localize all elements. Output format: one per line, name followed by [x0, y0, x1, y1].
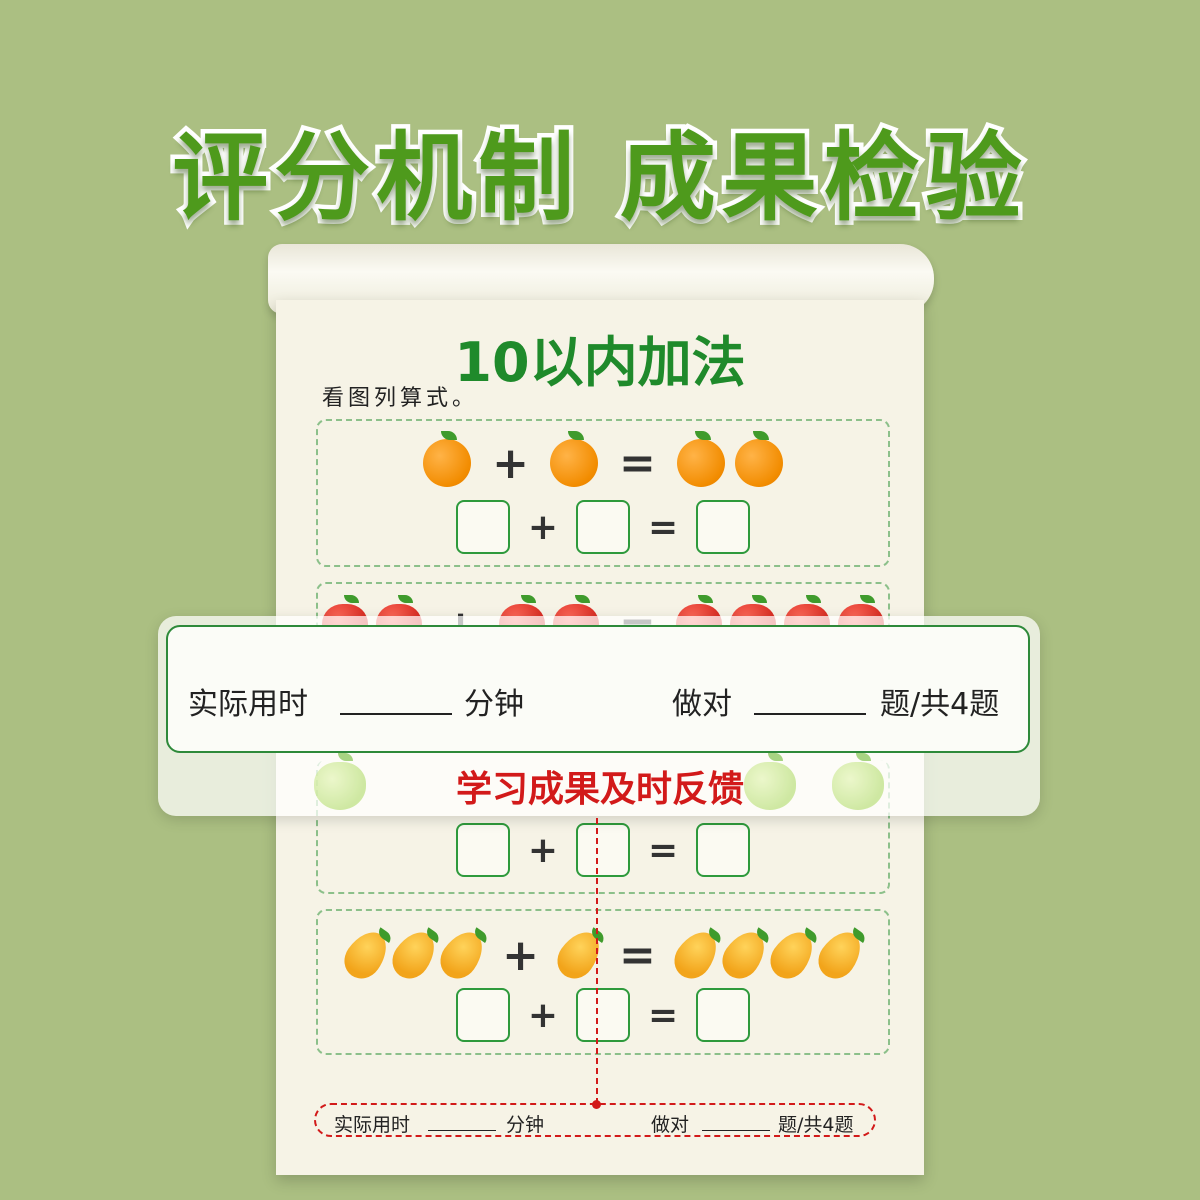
footer-correct-blank[interactable] — [702, 1130, 770, 1131]
plus-sign: + — [527, 994, 558, 1036]
equals-sign: = — [648, 506, 679, 548]
answer-box[interactable] — [696, 823, 751, 877]
answer-box[interactable] — [455, 823, 510, 877]
answer-box[interactable] — [576, 988, 630, 1042]
answer-box[interactable] — [696, 988, 751, 1042]
time-blank[interactable] — [340, 713, 452, 715]
footer-time-label: 实际用时 — [334, 1114, 411, 1136]
plus-sign: + — [502, 929, 539, 981]
headline: 评分机制 成果检验 — [168, 118, 1028, 239]
problem-1-answer-row: + = — [318, 499, 888, 555]
problem-4: + = + = — [316, 909, 890, 1055]
green-apple-icon — [314, 753, 366, 810]
time-label: 实际用时 — [188, 687, 308, 722]
score-card: 实际用时 分钟 做对 题/共4题 — [166, 625, 1030, 753]
worksheet-title: 10以内加法 — [454, 331, 746, 394]
score-footer: 实际用时 分钟 做对 题/共4题 — [314, 1103, 876, 1137]
plus-sign: + — [527, 829, 558, 871]
problem-3-answer-row: + = — [318, 822, 888, 878]
orange-icon — [734, 431, 783, 487]
problem-1-picture: + = — [318, 431, 888, 493]
mango-icon — [762, 924, 821, 986]
time-unit: 分钟 — [464, 687, 524, 722]
problem-4-answer-row: + = — [318, 987, 888, 1043]
equals-sign: = — [619, 929, 656, 981]
feedback-caption: 学习成果及时反馈 — [455, 769, 744, 810]
green-apple-icon — [744, 753, 796, 810]
plus-sign: + — [527, 506, 558, 548]
mango-icon — [666, 924, 725, 986]
answer-box[interactable] — [455, 988, 510, 1042]
footer-correct-label: 做对 — [651, 1114, 690, 1136]
problem-3: + = — [316, 760, 890, 894]
equals-sign: = — [619, 437, 656, 489]
green-apple-icon — [832, 753, 884, 810]
green-apple-row — [158, 753, 1040, 816]
answer-box[interactable] — [455, 500, 510, 554]
pointer-line — [596, 818, 598, 1104]
footer-time-blank[interactable] — [428, 1130, 496, 1131]
mango-icon — [433, 924, 492, 986]
problem-1: + = + = — [316, 419, 890, 567]
plus-sign: + — [492, 437, 529, 489]
mango-icon — [549, 924, 609, 986]
correct-label: 做对 — [672, 687, 732, 722]
footer-time-unit: 分钟 — [506, 1114, 545, 1136]
equals-sign: = — [648, 994, 679, 1036]
answer-box[interactable] — [576, 500, 630, 554]
mango-icon — [810, 924, 869, 986]
mango-icon — [385, 924, 444, 986]
answer-box[interactable] — [696, 500, 751, 554]
problem-4-picture: + = — [318, 923, 888, 987]
orange-icon — [676, 431, 725, 487]
footer-correct-suffix: 题/共4题 — [778, 1114, 854, 1136]
equals-sign: = — [648, 829, 679, 871]
mango-icon — [337, 924, 396, 986]
orange-icon — [423, 431, 472, 487]
worksheet-instruction: 看图列算式。 — [322, 386, 479, 411]
mango-icon — [714, 924, 773, 986]
answer-box[interactable] — [576, 823, 630, 877]
correct-suffix: 题/共4题 — [880, 687, 1000, 722]
correct-blank[interactable] — [754, 713, 866, 715]
orange-icon — [550, 431, 598, 487]
